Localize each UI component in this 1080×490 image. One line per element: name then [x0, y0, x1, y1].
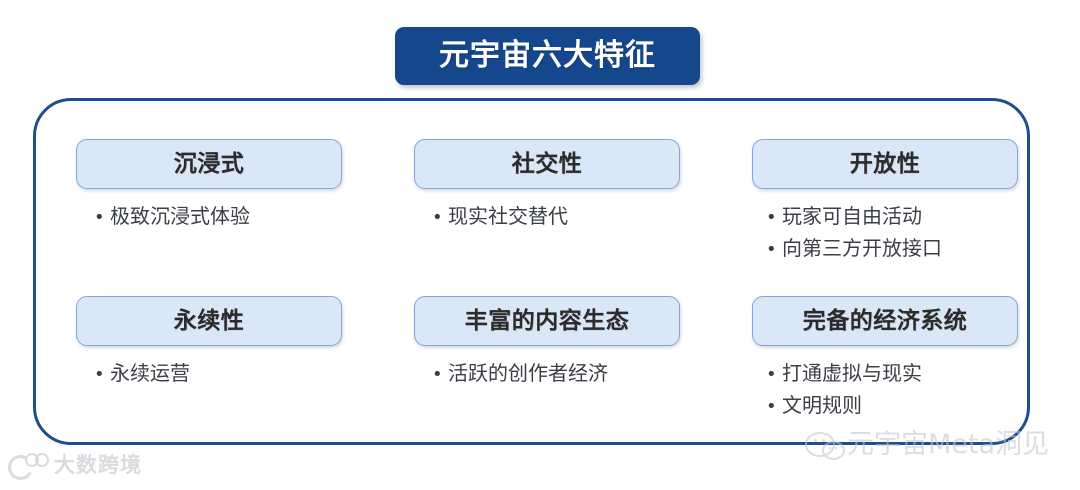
feature-bullet-list: • 活跃的创作者经济 — [414, 358, 698, 390]
bullet-label: 极致沉浸式体验 — [110, 204, 250, 228]
watermark-right: 元宇宙Meta洞见 — [805, 430, 1049, 460]
feature-heading-label: 社交性 — [511, 150, 583, 177]
dashu-logo-icon — [4, 451, 49, 484]
list-item: • 文明规则 — [766, 390, 1032, 422]
list-item: • 永续运营 — [94, 358, 360, 390]
watermark-right-label: 元宇宙Meta洞见 — [847, 429, 1050, 460]
feature-heading-box[interactable]: 社交性 — [414, 139, 680, 189]
title-banner: 元宇宙六大特征 — [395, 27, 700, 85]
bullet-dot-icon: • — [94, 364, 105, 385]
feature-cell-economy: 完备的经济系统 • 打通虚拟与现实 • 文明规则 — [752, 296, 1018, 422]
feature-cell-persistence: 永续性 • 永续运营 — [76, 296, 342, 390]
bullet-label: 文明规则 — [782, 393, 862, 417]
bullet-dot-icon: • — [94, 207, 105, 228]
feature-heading-box[interactable]: 完备的经济系统 — [752, 296, 1018, 346]
bullet-dot-icon: • — [766, 396, 777, 417]
feature-bullet-list: • 现实社交替代 — [414, 201, 698, 233]
feature-bullet-list: • 打通虚拟与现实 • 文明规则 — [752, 358, 1032, 422]
bullet-dot-icon: • — [766, 207, 777, 228]
page-title: 元宇宙六大特征 — [439, 38, 656, 73]
list-item: • 打通虚拟与现实 — [766, 358, 1032, 390]
feature-cell-immersive: 沉浸式 • 极致沉浸式体验 — [76, 139, 342, 233]
feature-heading-box[interactable]: 永续性 — [76, 296, 342, 346]
feature-bullet-list: • 极致沉浸式体验 — [76, 201, 360, 233]
feature-heading-label: 永续性 — [173, 307, 245, 334]
bullet-dot-icon: • — [766, 239, 777, 260]
feature-bullet-list: • 玩家可自由活动 • 向第三方开放接口 — [752, 201, 1032, 265]
watermark-left: 大数跨境 — [4, 451, 142, 484]
content-frame — [33, 98, 1030, 445]
bullet-dot-icon: • — [432, 207, 443, 228]
bullet-label: 向第三方开放接口 — [782, 236, 942, 260]
feature-bullet-list: • 永续运营 — [76, 358, 360, 390]
feature-heading-label: 开放性 — [849, 150, 921, 177]
bullet-label: 现实社交替代 — [448, 204, 568, 228]
watermark-left-label: 大数跨境 — [54, 453, 142, 477]
bullet-label: 打通虚拟与现实 — [782, 361, 922, 385]
feature-heading-label: 完备的经济系统 — [802, 307, 968, 334]
feature-heading-box[interactable]: 丰富的内容生态 — [414, 296, 680, 346]
bullet-label: 永续运营 — [110, 361, 190, 385]
bullet-label: 活跃的创作者经济 — [448, 361, 608, 385]
feature-cell-content-ecosystem: 丰富的内容生态 • 活跃的创作者经济 — [414, 296, 680, 390]
feature-heading-label: 丰富的内容生态 — [464, 307, 630, 334]
list-item: • 活跃的创作者经济 — [432, 358, 698, 390]
feature-cell-social: 社交性 • 现实社交替代 — [414, 139, 680, 233]
wechat-icon — [805, 430, 845, 460]
list-item: • 极致沉浸式体验 — [94, 201, 360, 233]
feature-heading-label: 沉浸式 — [173, 150, 245, 177]
list-item: • 现实社交替代 — [432, 201, 698, 233]
feature-heading-box[interactable]: 开放性 — [752, 139, 1018, 189]
list-item: • 玩家可自由活动 — [766, 201, 1032, 233]
list-item: • 向第三方开放接口 — [766, 233, 1032, 265]
feature-cell-openness: 开放性 • 玩家可自由活动 • 向第三方开放接口 — [752, 139, 1018, 265]
bullet-label: 玩家可自由活动 — [782, 204, 922, 228]
bullet-dot-icon: • — [432, 364, 443, 385]
feature-heading-box[interactable]: 沉浸式 — [76, 139, 342, 189]
bullet-dot-icon: • — [766, 364, 777, 385]
